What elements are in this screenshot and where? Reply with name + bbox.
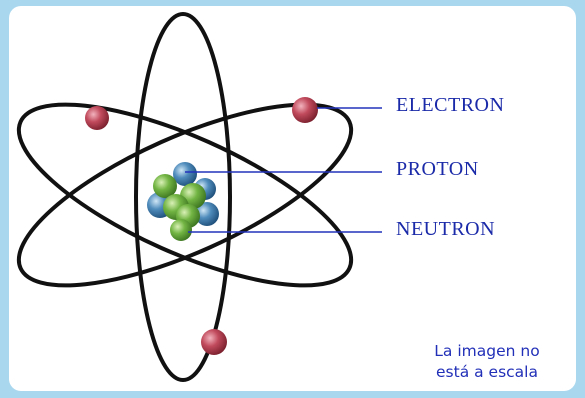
diagram-panel [9,6,576,391]
proton-label: PROTON [396,158,479,180]
electron-particle [85,106,109,130]
electron-particle [201,329,227,355]
neutron-particle [170,219,192,241]
proton-particle [195,202,219,226]
proton-particle [173,162,197,186]
scale-note: La imagen no está a escala [412,341,562,383]
orbit-vertical [134,12,232,382]
neutron-particle [153,174,177,198]
electron-label: ELECTRON [396,94,505,116]
electron-particle [292,97,318,123]
scale-note-line: está a escala [436,363,538,381]
scale-note-line: La imagen no [434,342,540,360]
neutron-label: NEUTRON [396,218,496,240]
orbit-tilted-up [16,102,354,288]
nucleus [147,162,219,241]
orbit-tilted-down [16,102,354,288]
